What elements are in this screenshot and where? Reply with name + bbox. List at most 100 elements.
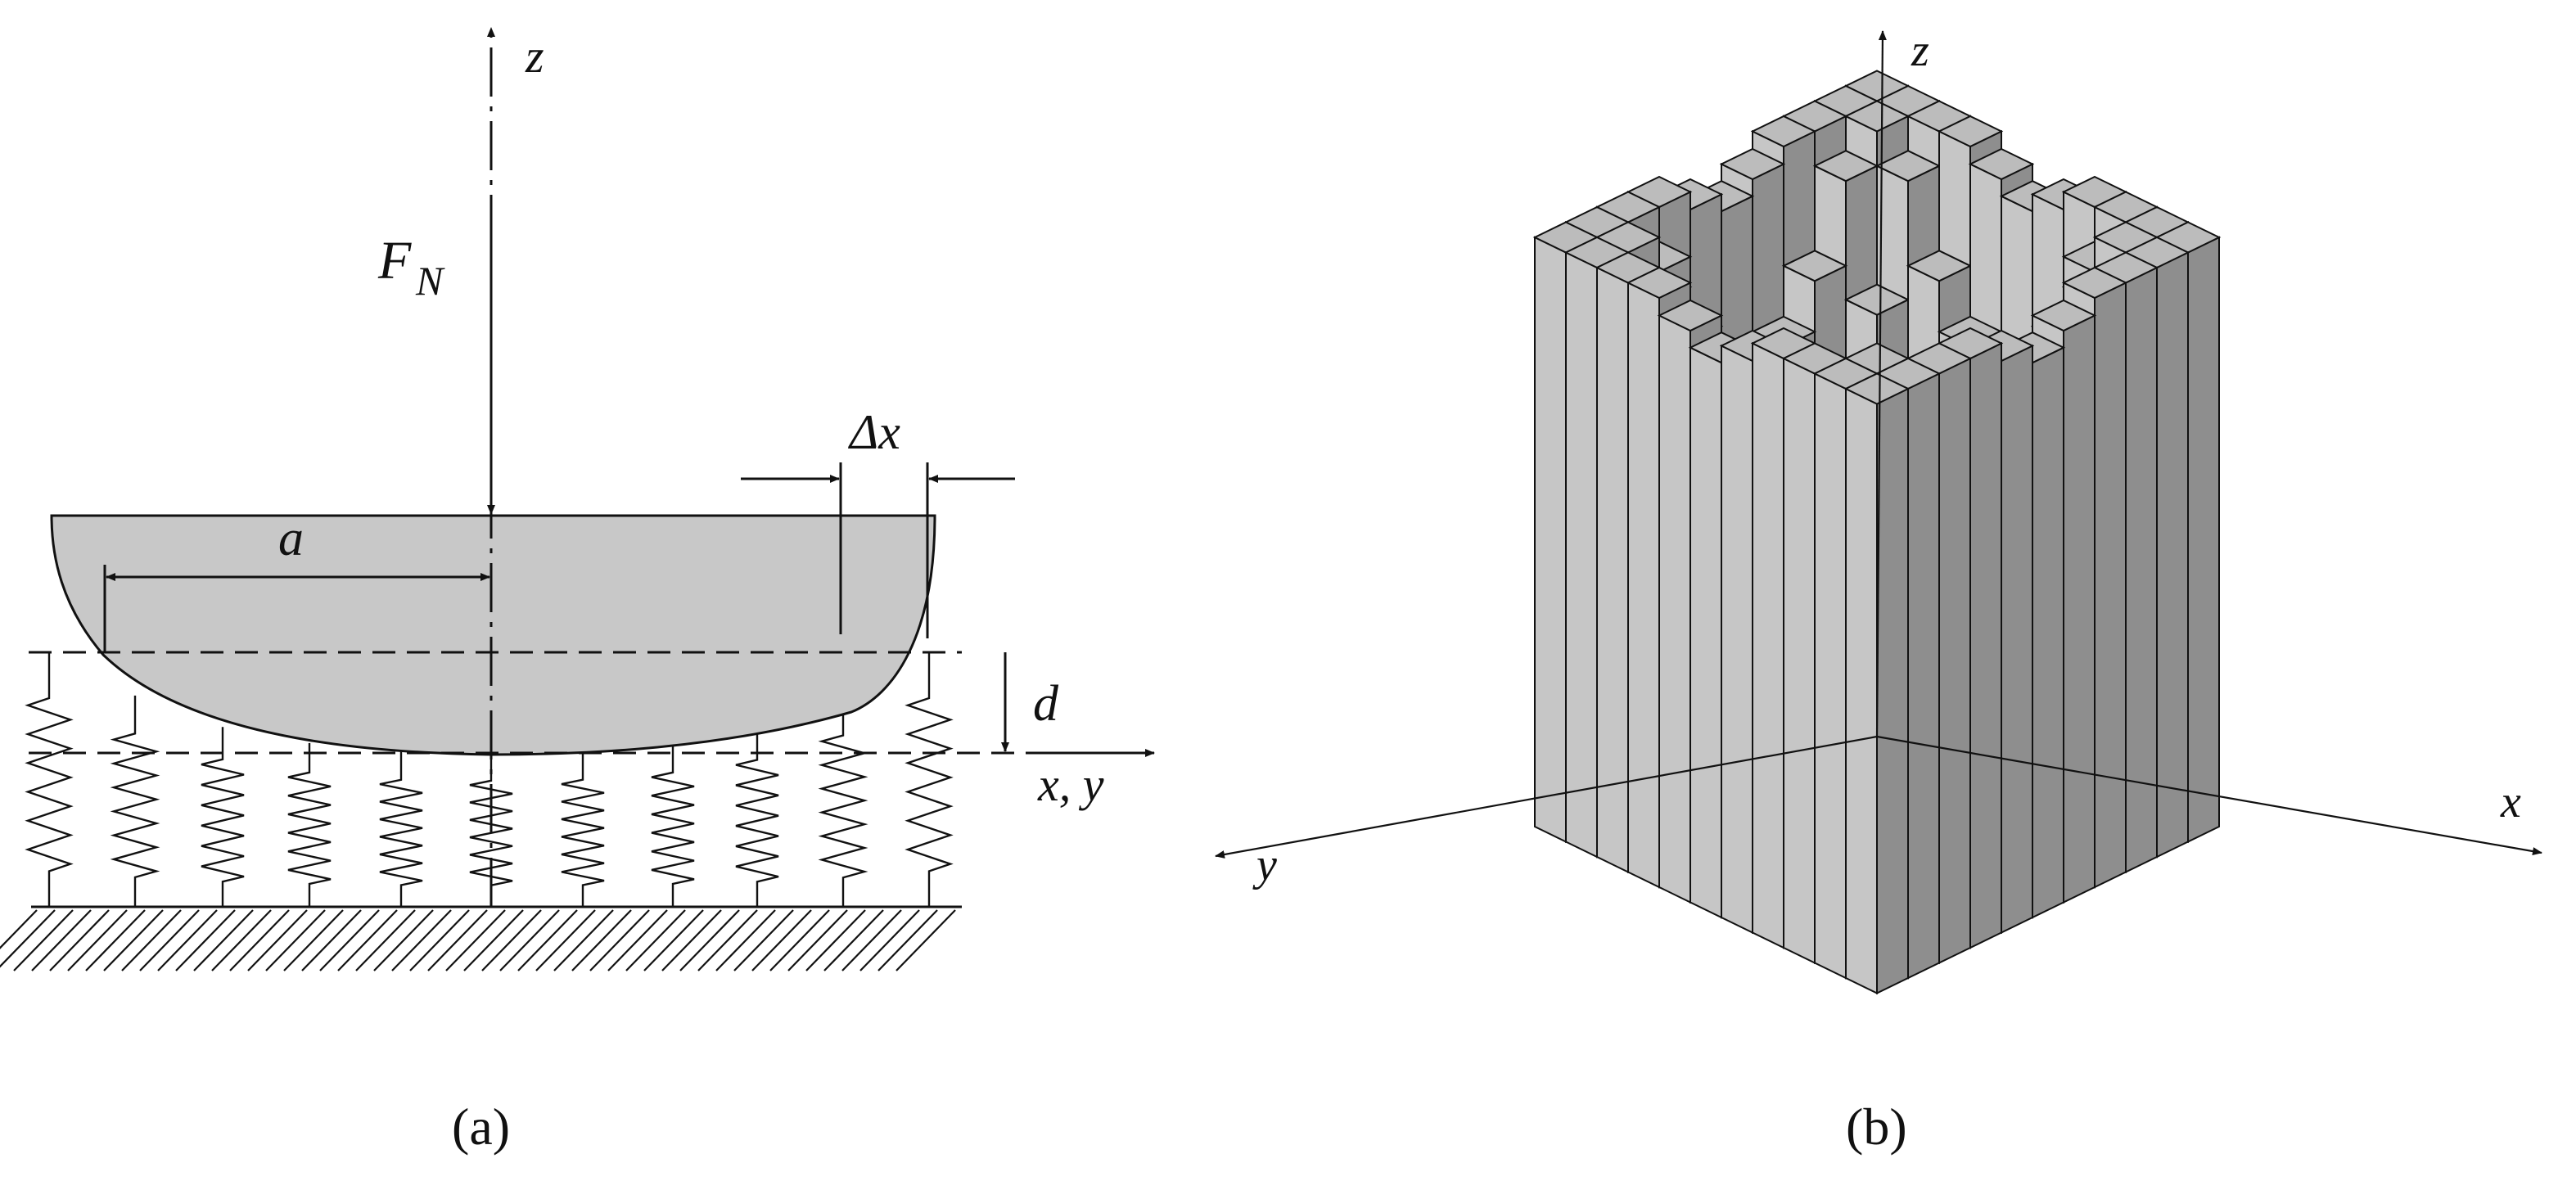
column-left-face: [1814, 372, 1847, 980]
hatch-line: [481, 909, 542, 971]
spring-coil: [905, 652, 954, 907]
hatch-line: [85, 909, 146, 971]
hatch-line: [319, 909, 380, 971]
hatch-line: [157, 909, 218, 971]
normal-force-subscript: N: [415, 258, 445, 304]
column-top-face: [2061, 266, 2128, 300]
hatch-line: [31, 909, 92, 971]
column-right-face: [2032, 346, 2064, 919]
hatch-line: [445, 909, 506, 971]
column-top-face: [1812, 150, 1879, 183]
hatch-line: [571, 909, 632, 971]
hatch-line: [769, 909, 830, 971]
hatch-line: [0, 909, 56, 968]
hatch-line: [823, 909, 884, 971]
column-top-face: [1843, 283, 1911, 316]
panel-b-x-axis: [1876, 735, 2542, 856]
hatch-line: [121, 909, 182, 971]
column-top-face: [1657, 299, 1724, 332]
spring-coil: [818, 697, 868, 907]
hatch-line: [211, 909, 272, 971]
column-top-face: [1906, 250, 1973, 282]
spring: [735, 727, 779, 907]
column-top-face: [1937, 115, 2004, 148]
hatch-line: [859, 909, 920, 971]
column-right-face: [2187, 236, 2220, 844]
spring-coil: [287, 742, 332, 907]
hatch-line: [787, 909, 848, 971]
indenter-body: [50, 514, 936, 756]
hatch-line: [679, 909, 740, 971]
spring-coil: [651, 742, 695, 907]
hatch-line: [643, 909, 704, 971]
hatch-line: [877, 909, 938, 971]
hatch-line: [463, 909, 524, 971]
column-left-face: [1596, 266, 1629, 874]
rigid-ground: [0, 905, 962, 971]
column-right-face: [1969, 341, 2002, 949]
hatch-line: [607, 909, 668, 971]
spring: [287, 742, 332, 907]
hatch-line: [589, 909, 650, 971]
column-left-face: [1658, 313, 1691, 904]
hatch-line: [733, 909, 794, 971]
spring: [379, 751, 423, 907]
spring: [561, 751, 605, 907]
spring: [201, 727, 245, 907]
column-left-face: [1565, 250, 1598, 859]
spring-coil: [379, 751, 423, 907]
spring-spacing-label: Δx: [848, 405, 900, 459]
column-left-face: [1721, 344, 1753, 935]
hatch-line: [751, 909, 812, 971]
column-top-face: [1750, 115, 1817, 148]
hatch-line: [13, 909, 74, 971]
column-top-face: [2030, 299, 2097, 332]
column-left-face: [1534, 236, 1567, 844]
hatch-line: [247, 909, 308, 971]
hatch-line: [355, 909, 416, 971]
hatch-line: [301, 909, 362, 971]
panel-a-caption: (a): [452, 1098, 510, 1156]
spring-bed: [25, 652, 954, 907]
contact-radius-label: a: [278, 511, 304, 566]
column-left-face: [1783, 357, 1816, 965]
spring-coil: [735, 727, 779, 907]
xy-axis-label: x, y: [1037, 758, 1104, 811]
hatch-line: [193, 909, 254, 971]
hatch-line: [805, 909, 866, 971]
spring: [110, 695, 160, 907]
panel-b-axes: [1215, 30, 2542, 859]
panel-b-y-axis-label: y: [1252, 840, 1277, 890]
hatch-line: [896, 909, 956, 971]
column-top-face: [1968, 147, 2035, 181]
spring-column: [1843, 372, 1911, 995]
hatch-line: [427, 909, 488, 971]
column-top-face: [1843, 100, 1911, 133]
ground-hatching: [0, 909, 956, 971]
hatch-line: [517, 909, 578, 971]
panel-b-caption: (b): [1846, 1098, 1907, 1156]
indentation-depth-label: d: [1033, 676, 1059, 732]
hatch-line: [499, 909, 560, 971]
column-top-face: [1719, 147, 1786, 181]
spring: [905, 652, 954, 907]
column-top-face: [1843, 372, 1911, 405]
spring-coil: [561, 751, 605, 907]
column-right-face: [2063, 313, 2096, 904]
panel-a-contact-model: z F N a Δx d x, y (a): [0, 27, 1155, 1156]
column-right-face: [2001, 344, 2033, 935]
z-axis-label: z: [525, 29, 544, 83]
hatch-line: [373, 909, 434, 971]
column-left-face: [1845, 387, 1878, 995]
column-right-face: [2094, 281, 2127, 889]
hatch-line: [409, 909, 470, 971]
column-left-face: [1627, 281, 1660, 889]
hatch-line: [841, 909, 902, 971]
hatch-line: [175, 909, 236, 971]
spring: [25, 652, 74, 907]
hatch-line: [715, 909, 776, 971]
hatch-line: [139, 909, 200, 971]
hatch-line: [535, 909, 596, 971]
hatch-line: [661, 909, 722, 971]
